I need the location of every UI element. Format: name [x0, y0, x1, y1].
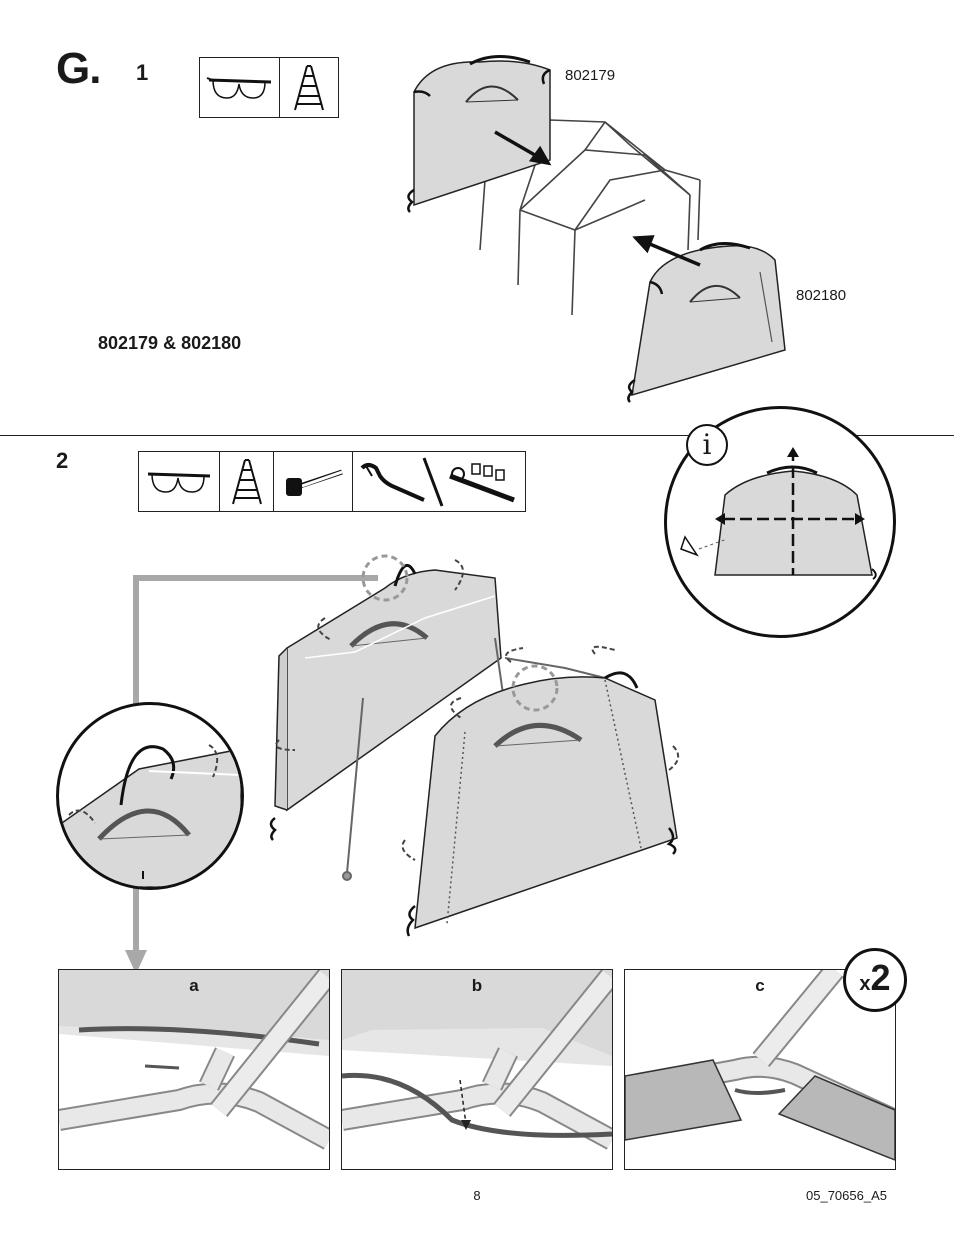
install-arrows — [494, 130, 701, 267]
part-number-rear: 802180 — [796, 287, 847, 304]
wrench-options — [353, 452, 525, 511]
step-ladder-icon — [220, 452, 274, 511]
repeat-count-number: 2 — [870, 957, 891, 998]
rotation-arrows — [275, 559, 680, 861]
step-2-tool-box — [138, 451, 526, 512]
part-number-front: 802179 — [565, 67, 616, 84]
step-1-illustration — [407, 55, 786, 403]
repeat-count-badge: x2 — [843, 948, 907, 1012]
safety-glasses-icon — [139, 452, 221, 511]
zoom-detail-circle — [56, 702, 244, 890]
panel-c-label: c — [755, 976, 765, 995]
detail-panel-b: b — [341, 969, 613, 1170]
end-panel-front — [407, 55, 551, 213]
parts-combo-label: 802179 & 802180 — [98, 333, 242, 353]
socket-wrench-icon — [449, 462, 516, 502]
panel-a-label: a — [189, 976, 199, 995]
cover-front-section — [406, 664, 678, 937]
rubber-mallet-icon — [274, 452, 354, 511]
section-letter: G. — [56, 44, 101, 93]
safety-glasses-icon — [200, 58, 280, 117]
end-panel-rear — [627, 242, 786, 403]
step-ladder-icon — [280, 58, 338, 117]
step-2-number: 2 — [56, 448, 69, 473]
step-1-tool-box — [199, 57, 339, 118]
detail-panel-c: c — [624, 969, 896, 1170]
info-icon: i — [686, 424, 728, 466]
cover-rear-section — [269, 554, 502, 841]
panel-b-label: b — [471, 976, 483, 995]
section-divider — [0, 435, 954, 436]
detail-panel-a: a — [58, 969, 330, 1170]
page-number: 8 — [473, 1188, 481, 1203]
step-2-illustration — [269, 554, 680, 937]
adjustable-wrench-icon — [360, 462, 425, 502]
repeat-count-prefix: x — [859, 973, 871, 995]
step-1-number: 1 — [136, 60, 149, 85]
document-code: 05_70656_A5 — [806, 1188, 887, 1203]
